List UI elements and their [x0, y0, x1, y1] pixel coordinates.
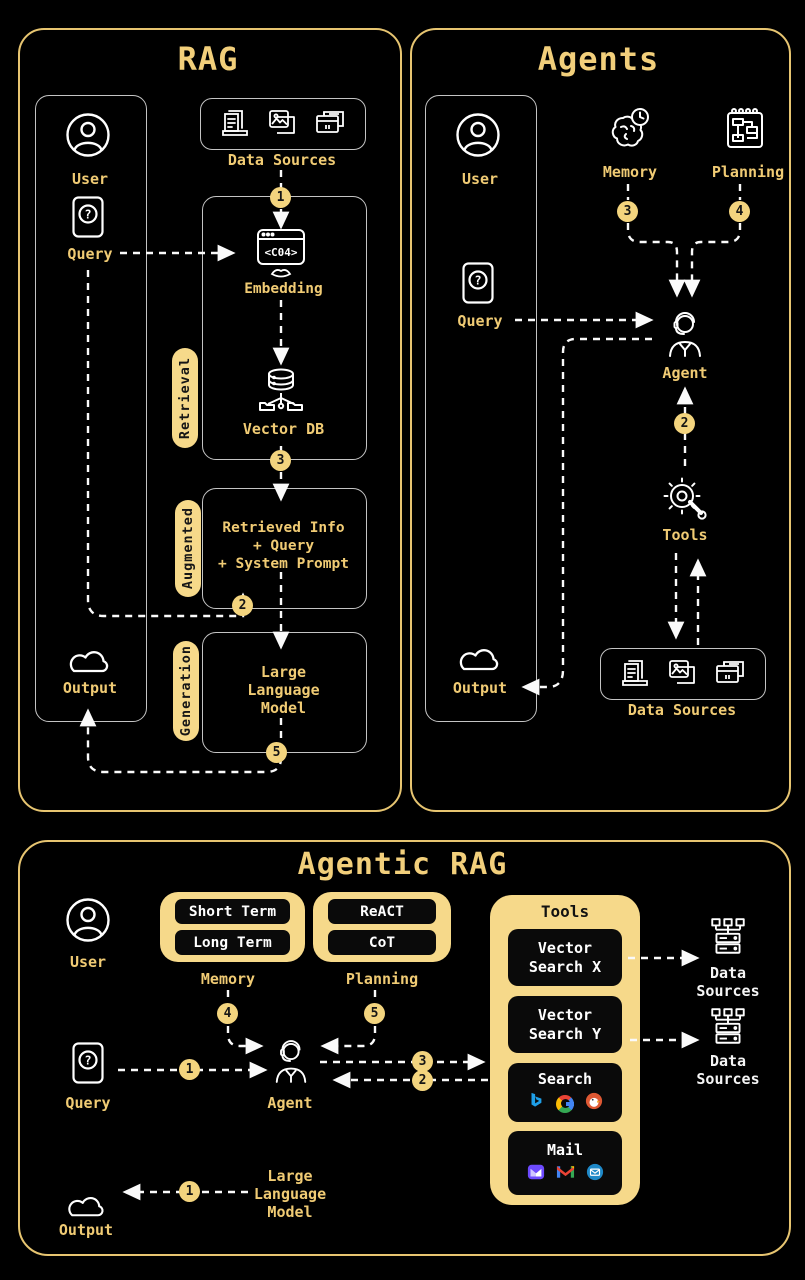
agents-data-sources-box	[600, 648, 766, 700]
rag-vector-db-label: Vector DB	[242, 420, 325, 438]
agentic-memory-label: Memory	[200, 970, 256, 988]
rag-step-badge-5: 5	[266, 742, 287, 763]
output-cloud-icon	[64, 1196, 106, 1218]
agents-agent-label: Agent	[662, 364, 708, 382]
images-icon	[667, 657, 697, 691]
agentic-output-label: Output	[58, 1221, 114, 1239]
mail-box-label: Mail	[546, 1140, 584, 1159]
query-icon: ?	[462, 262, 494, 304]
rag-step-badge-1: 1	[270, 187, 291, 208]
mail-box: Mail	[508, 1131, 622, 1195]
generation-pill: Generation	[173, 641, 199, 741]
svg-text:<C04>: <C04>	[264, 246, 297, 259]
svg-text:?: ?	[84, 208, 91, 222]
rag-title: RAG	[177, 40, 239, 78]
rag-data-sources-label: Data Sources	[227, 151, 337, 169]
rag-augmented-text: Retrieved Info + Query + System Prompt	[218, 520, 349, 572]
react-pill: ReACT	[328, 899, 436, 924]
images-icon	[267, 107, 297, 141]
user-icon	[455, 112, 501, 158]
planning-group: ReACT CoT	[313, 892, 451, 962]
agentic-step-badge-2: 2	[412, 1070, 433, 1091]
email-icon	[586, 1163, 604, 1186]
rag-llm-text: Large Language Model	[247, 663, 320, 717]
agents-user-label: User	[461, 170, 499, 188]
agentic-rag-title: Agentic RAG	[297, 847, 508, 882]
agents-step-badge-4: 4	[729, 201, 750, 222]
agent-icon	[665, 310, 705, 358]
embedding-icon: <C04>	[252, 226, 310, 280]
protonmail-icon	[527, 1163, 545, 1186]
rag-embedding-label: Embedding	[244, 281, 323, 297]
agentic-output-badge-1: 1	[179, 1181, 200, 1202]
agents-output-label: Output	[452, 679, 508, 697]
memory-group: Short Term Long Term	[160, 892, 305, 962]
memory-icon	[606, 106, 652, 152]
rag-output-label: Output	[62, 679, 118, 697]
agentic-tools-title: Tools	[540, 902, 590, 921]
query-icon: ?	[72, 196, 104, 238]
agentic-step-badge-5: 5	[364, 1003, 385, 1024]
agentic-step-badge-3: 3	[412, 1051, 433, 1072]
rag-step-badge-3: 3	[270, 450, 291, 471]
gmail-icon	[556, 1163, 575, 1186]
rag-step-badge-2: 2	[232, 595, 253, 616]
agentic-data-sources-1-label: Data Sources	[696, 964, 760, 1000]
user-icon	[65, 897, 111, 943]
agents-tools-label: Tools	[662, 526, 708, 544]
tools-icon	[662, 476, 708, 524]
output-cloud-icon	[66, 650, 110, 674]
agentic-planning-label: Planning	[345, 970, 419, 988]
agentic-query-badge-1: 1	[179, 1059, 200, 1080]
user-icon	[65, 112, 111, 158]
search-box: Search	[508, 1063, 622, 1122]
cot-pill: CoT	[328, 930, 436, 955]
agents-step-badge-2: 2	[674, 413, 695, 434]
agents-query-label: Query	[457, 312, 503, 330]
web-icon	[714, 658, 746, 690]
agentic-data-sources-2-label: Data Sources	[696, 1052, 760, 1088]
long-term-pill: Long Term	[175, 930, 290, 955]
search-box-label: Search	[537, 1070, 593, 1088]
vector-db-icon	[256, 366, 306, 414]
rag-user-label: User	[71, 170, 109, 188]
augmented-pill: Augmented	[175, 500, 201, 597]
agents-title: Agents	[537, 40, 660, 78]
agentic-llm-text: Large Language Model	[253, 1167, 327, 1221]
agent-icon	[272, 1038, 310, 1084]
planning-icon	[723, 105, 767, 151]
rag-query-label: Query	[67, 245, 113, 263]
agents-planning-label: Planning	[711, 163, 785, 181]
duckduckgo-icon	[585, 1092, 603, 1115]
web-icon	[314, 108, 346, 140]
documents-icon	[620, 657, 650, 691]
svg-text:?: ?	[84, 1054, 91, 1068]
vector-search-x-box: Vector Search X	[508, 929, 622, 986]
agentic-step-badge-4: 4	[217, 1003, 238, 1024]
short-term-pill: Short Term	[175, 899, 290, 924]
output-cloud-icon	[456, 648, 500, 672]
documents-icon	[220, 107, 250, 141]
agents-user-column	[425, 95, 537, 722]
agentic-query-label: Query	[65, 1094, 111, 1112]
bing-icon	[527, 1092, 545, 1115]
google-icon	[556, 1094, 574, 1113]
server-cluster-icon	[708, 1006, 748, 1048]
server-cluster-icon	[708, 916, 748, 958]
agents-memory-label: Memory	[602, 163, 658, 181]
agentic-agent-label: Agent	[267, 1094, 313, 1112]
rag-data-sources-box	[200, 98, 366, 150]
retrieval-pill: Retrieval	[172, 348, 198, 448]
agentic-user-label: User	[69, 953, 107, 971]
agents-data-sources-label: Data Sources	[627, 701, 737, 719]
rag-user-column	[35, 95, 147, 722]
vector-search-y-box: Vector Search Y	[508, 996, 622, 1053]
agents-step-badge-3: 3	[617, 201, 638, 222]
query-icon: ?	[72, 1042, 104, 1084]
svg-text:?: ?	[474, 274, 481, 288]
